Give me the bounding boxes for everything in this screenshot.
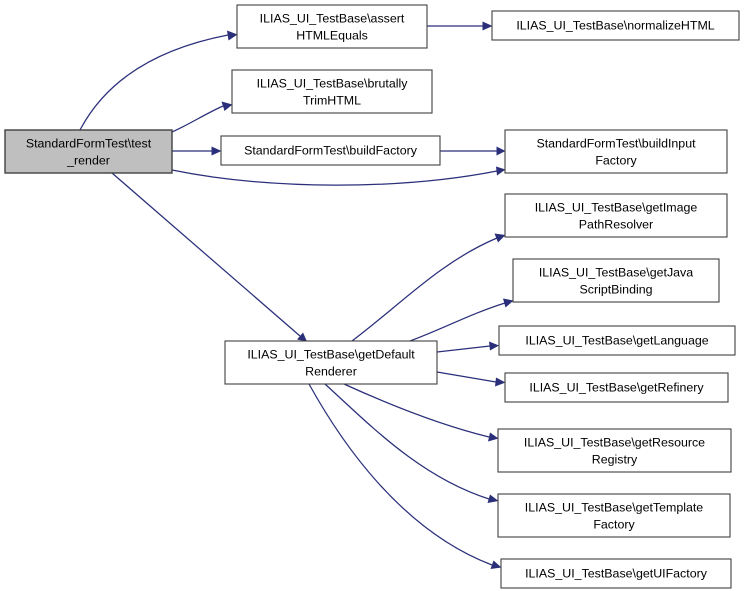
node-label-test_render-line1: StandardFormTest\test (26, 136, 152, 150)
node-buildInputFactory[interactable]: StandardFormTest\buildInput Factory (504, 129, 728, 174)
node-label-getResourceRegistry-line2: Registry (592, 452, 638, 466)
node-label-assertHTMLEquals-line2: HTMLEquals (296, 28, 368, 42)
node-label-getDefaultRenderer-line1: ILIAS_UI_TestBase\getDefault (247, 347, 415, 361)
edge-test_render-to-getDefaultRenderer (111, 172, 307, 342)
edge-getDefaultRenderer-to-getLanguage (436, 341, 499, 353)
edge-getDefaultRenderer-to-getJavaScriptBinding (409, 298, 514, 342)
node-getResourceRegistry[interactable]: ILIAS_UI_TestBase\getResource Registry (497, 428, 732, 473)
node-label-buildInputFactory-line1: StandardFormTest\buildInput (536, 136, 696, 150)
node-label-normalizeHTML: ILIAS_UI_TestBase\normalizeHTML (516, 18, 714, 32)
node-label-getImagePathResolver-line1: ILIAS_UI_TestBase\getImage (535, 200, 698, 214)
node-getUIFactory[interactable]: ILIAS_UI_TestBase\getUIFactory (500, 558, 732, 589)
node-label-getRefinery: ILIAS_UI_TestBase\getRefinery (529, 380, 704, 394)
edge-test_render-to-buildInputFactory (171, 166, 506, 186)
node-label-brutallyTrimHTML-line1: ILIAS_UI_TestBase\brutally (257, 76, 409, 90)
node-label-getJavaScriptBinding-line2: ScriptBinding (579, 282, 652, 296)
node-getLanguage[interactable]: ILIAS_UI_TestBase\getLanguage (498, 325, 736, 356)
node-getRefinery[interactable]: ILIAS_UI_TestBase\getRefinery (504, 372, 729, 403)
edge-test_render-to-assertHTMLEquals (79, 30, 238, 131)
node-label-getImagePathResolver-line2: PathResolver (579, 217, 653, 231)
node-brutallyTrimHTML[interactable]: ILIAS_UI_TestBase\brutally TrimHTML (231, 69, 433, 114)
node-getTemplateFactory[interactable]: ILIAS_UI_TestBase\getTemplate Factory (497, 493, 731, 538)
node-getImagePathResolver[interactable]: ILIAS_UI_TestBase\getImage PathResolver (504, 193, 728, 238)
node-label-getDefaultRenderer-line2: Renderer (305, 364, 357, 378)
node-label-getResourceRegistry-line1: ILIAS_UI_TestBase\getResource (524, 435, 705, 449)
edge-buildFactory-to-buildInputFactory (440, 146, 506, 156)
edge-assertHTMLEquals-to-normalizeHTML (427, 21, 493, 31)
node-label-test_render-line2: _render (66, 153, 110, 167)
node-label-getJavaScriptBinding-line1: ILIAS_UI_TestBase\getJava (539, 265, 693, 279)
node-label-assertHTMLEquals-line1: ILIAS_UI_TestBase\assert (260, 11, 405, 25)
edge-getDefaultRenderer-to-getImagePathResolver (351, 233, 506, 342)
node-label-buildFactory: StandardFormTest\buildFactory (244, 143, 418, 157)
edge-getDefaultRenderer-to-getTemplateFactory (324, 383, 499, 503)
edge-getDefaultRenderer-to-getUIFactory (308, 383, 502, 569)
node-getJavaScriptBinding[interactable]: ILIAS_UI_TestBase\getJava ScriptBinding (512, 258, 720, 303)
edge-test_render-to-buildFactory (172, 146, 222, 156)
node-normalizeHTML[interactable]: ILIAS_UI_TestBase\normalizeHTML (491, 10, 740, 41)
edge-getDefaultRenderer-to-getResourceRegistry (343, 383, 499, 442)
edge-getDefaultRenderer-to-getRefinery (436, 371, 506, 387)
nodes-layer: StandardFormTest\test _render ILIAS_UI_T… (4, 4, 740, 589)
node-label-getTemplateFactory-line1: ILIAS_UI_TestBase\getTemplate (525, 500, 703, 514)
edges-layer (79, 21, 514, 569)
node-getDefaultRenderer[interactable]: ILIAS_UI_TestBase\getDefault Renderer (224, 340, 438, 385)
node-assertHTMLEquals[interactable]: ILIAS_UI_TestBase\assert HTMLEquals (236, 4, 428, 49)
node-label-getUIFactory: ILIAS_UI_TestBase\getUIFactory (525, 566, 708, 580)
node-buildFactory[interactable]: StandardFormTest\buildFactory (220, 135, 441, 166)
node-label-buildInputFactory-line2: Factory (595, 153, 637, 167)
node-label-brutallyTrimHTML-line2: TrimHTML (303, 93, 361, 107)
edge-test_render-to-brutallyTrimHTML (171, 101, 233, 133)
node-test_render[interactable]: StandardFormTest\test _render (4, 129, 173, 174)
node-label-getLanguage: ILIAS_UI_TestBase\getLanguage (525, 333, 708, 347)
node-label-getTemplateFactory-line2: Factory (593, 517, 635, 531)
